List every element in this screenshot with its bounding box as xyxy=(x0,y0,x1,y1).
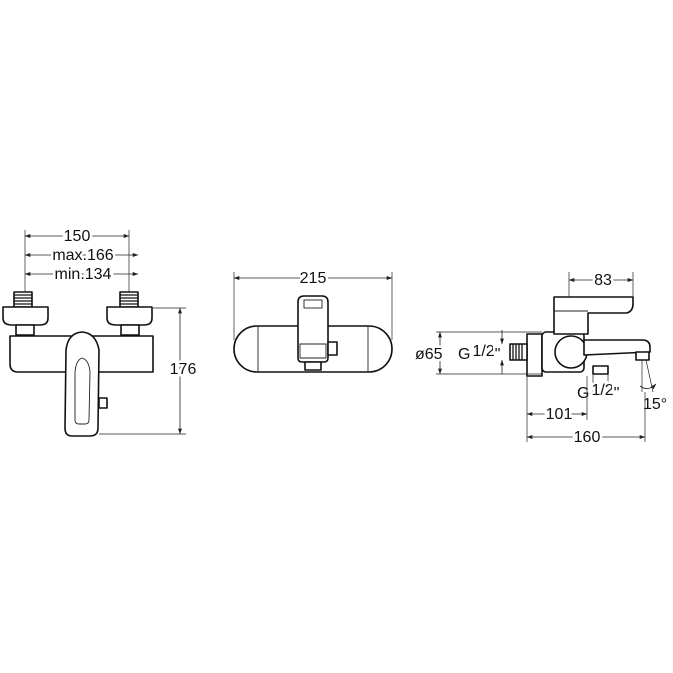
side-angle-label: 15° xyxy=(643,396,667,413)
front-view: 150 max.166 min.134 176 xyxy=(2,226,199,437)
top-handle xyxy=(297,295,329,363)
left-eccentric-nut xyxy=(2,306,49,326)
right-eccentric-nut xyxy=(106,306,153,326)
inlet-thread-frac: 1/2 xyxy=(472,343,494,360)
side-depth-101-label: 101 xyxy=(546,406,573,423)
front-height-label: 176 xyxy=(170,361,197,378)
front-width-label: 150 xyxy=(64,228,91,245)
left-inlet-thread xyxy=(13,291,33,308)
inlet-thread-g: G xyxy=(458,346,470,363)
front-min-label: min.134 xyxy=(55,266,112,283)
outlet-thread-quote: " xyxy=(614,385,620,402)
right-inlet-thread xyxy=(119,291,139,308)
side-diameter-label: ø65 xyxy=(415,346,443,363)
top-width-label: 215 xyxy=(300,270,327,287)
mixer-handle xyxy=(64,331,100,437)
outlet-thread-frac: 1/2 xyxy=(591,382,613,399)
side-depth-160-label: 160 xyxy=(574,429,601,446)
top-view: 215 xyxy=(233,268,393,373)
wall-flange xyxy=(526,333,543,377)
side-inlet-thread xyxy=(509,343,528,361)
side-spout xyxy=(583,339,651,356)
side-lever-label: 83 xyxy=(594,272,612,289)
front-max-label: max.166 xyxy=(52,247,113,264)
inlet-thread-quote: " xyxy=(495,346,501,363)
outlet-thread-g: G xyxy=(577,385,589,402)
side-lever xyxy=(553,296,634,335)
